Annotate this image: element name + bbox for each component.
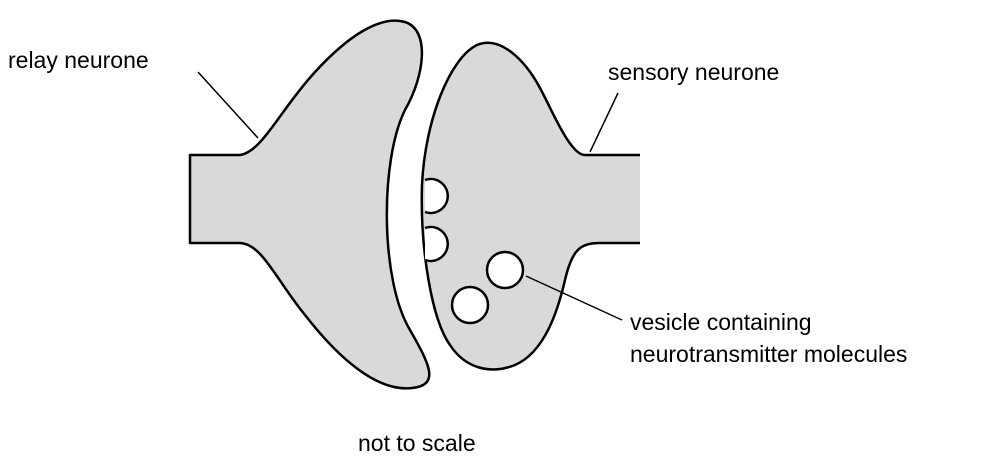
vesicle-label-line1: vesicle containing <box>630 309 812 335</box>
vesicle-fusing-lower <box>425 227 448 261</box>
scale-note: not to scale <box>358 430 476 456</box>
relay-neurone-label: relay neurone <box>8 47 149 73</box>
vesicle-free-upper <box>487 252 523 288</box>
vesicle-fusing-upper <box>425 179 448 213</box>
vesicle-label-line2: neurotransmitter molecules <box>630 341 907 367</box>
vesicle-free-lower <box>452 287 488 323</box>
sensory-neurone-shape <box>422 43 640 370</box>
relay-neurone-shape <box>190 21 429 389</box>
relay-neurone-leader <box>198 72 258 138</box>
sensory-neurone-leader <box>590 93 618 152</box>
sensory-neurone-label: sensory neurone <box>608 59 779 85</box>
